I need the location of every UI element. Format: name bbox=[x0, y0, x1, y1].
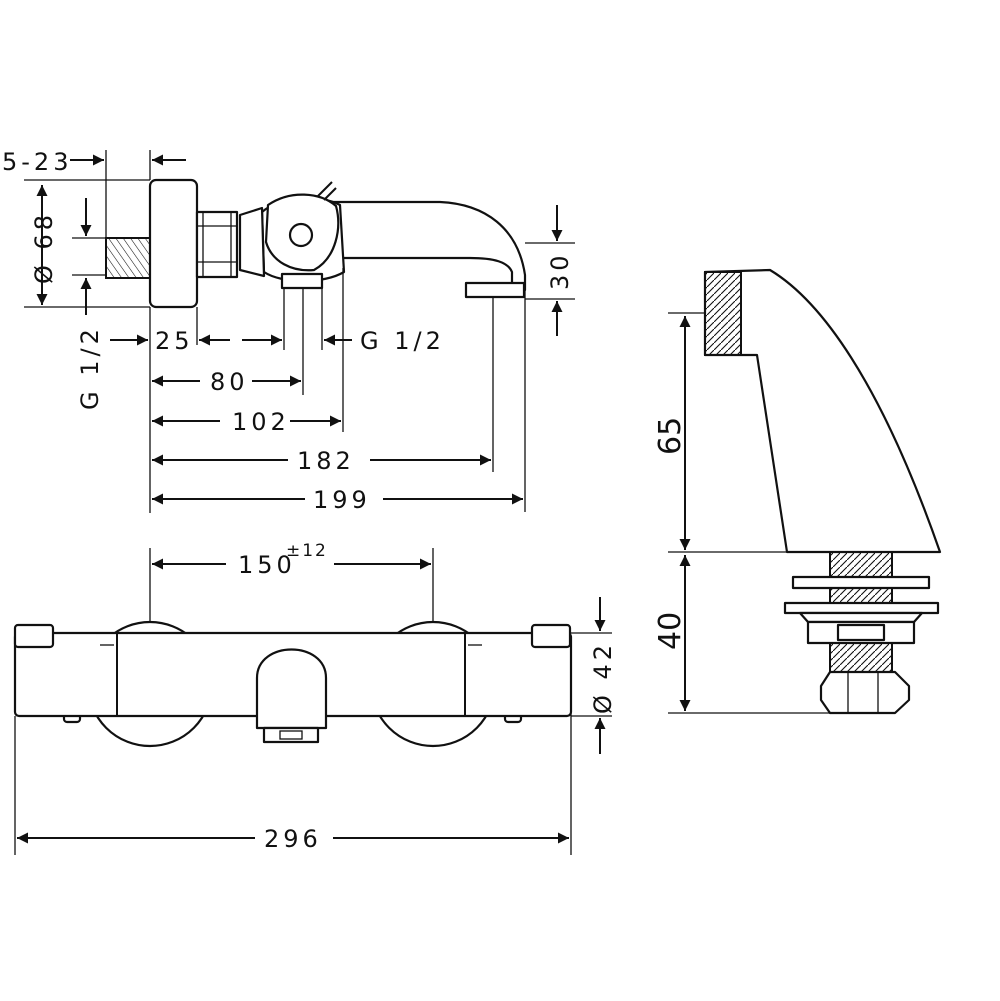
dim-detail-lower: 40 bbox=[653, 612, 688, 650]
dim-80: 80 bbox=[210, 368, 249, 396]
detail-view: 65 40 bbox=[653, 268, 942, 715]
dim-wall-offset: 5-23 bbox=[2, 148, 72, 176]
valve-collar bbox=[238, 206, 266, 278]
front-view: 150 ±12 Ø 42 296 bbox=[13, 541, 617, 855]
dim-25: 25 bbox=[155, 327, 194, 355]
dim-inlet-thread: G 1/2 bbox=[76, 325, 104, 410]
front-spout bbox=[255, 648, 328, 730]
dim-body-diameter: Ø 42 bbox=[589, 641, 617, 714]
bottom-outlet bbox=[280, 272, 324, 290]
handle-cap bbox=[288, 222, 314, 248]
dim-102: 102 bbox=[232, 408, 290, 436]
dim-centre-distance: 150 bbox=[238, 551, 296, 579]
dim-detail-upper: 65 bbox=[653, 417, 688, 455]
spout bbox=[328, 200, 527, 294]
dim-spout-height: 30 bbox=[546, 251, 574, 290]
inlet-thread bbox=[105, 237, 151, 279]
hex-nut bbox=[195, 210, 239, 279]
spout-outlet bbox=[464, 281, 526, 299]
washer bbox=[791, 575, 931, 590]
dim-199: 199 bbox=[313, 486, 371, 514]
dim-182: 182 bbox=[297, 447, 355, 475]
detail-hex-nut bbox=[819, 670, 911, 715]
dim-centre-tolerance: ±12 bbox=[286, 541, 328, 561]
wall-flange bbox=[148, 178, 199, 309]
side-view: 5-23 Ø 68 G 1/2 25 G 1/2 80 102 182 199 bbox=[2, 148, 575, 514]
dim-outlet-thread: G 1/2 bbox=[360, 327, 445, 355]
dim-flange-diameter: Ø 68 bbox=[30, 211, 58, 284]
connector-thread bbox=[704, 271, 742, 356]
connector-body bbox=[703, 268, 942, 554]
dim-total-width: 296 bbox=[264, 825, 322, 853]
